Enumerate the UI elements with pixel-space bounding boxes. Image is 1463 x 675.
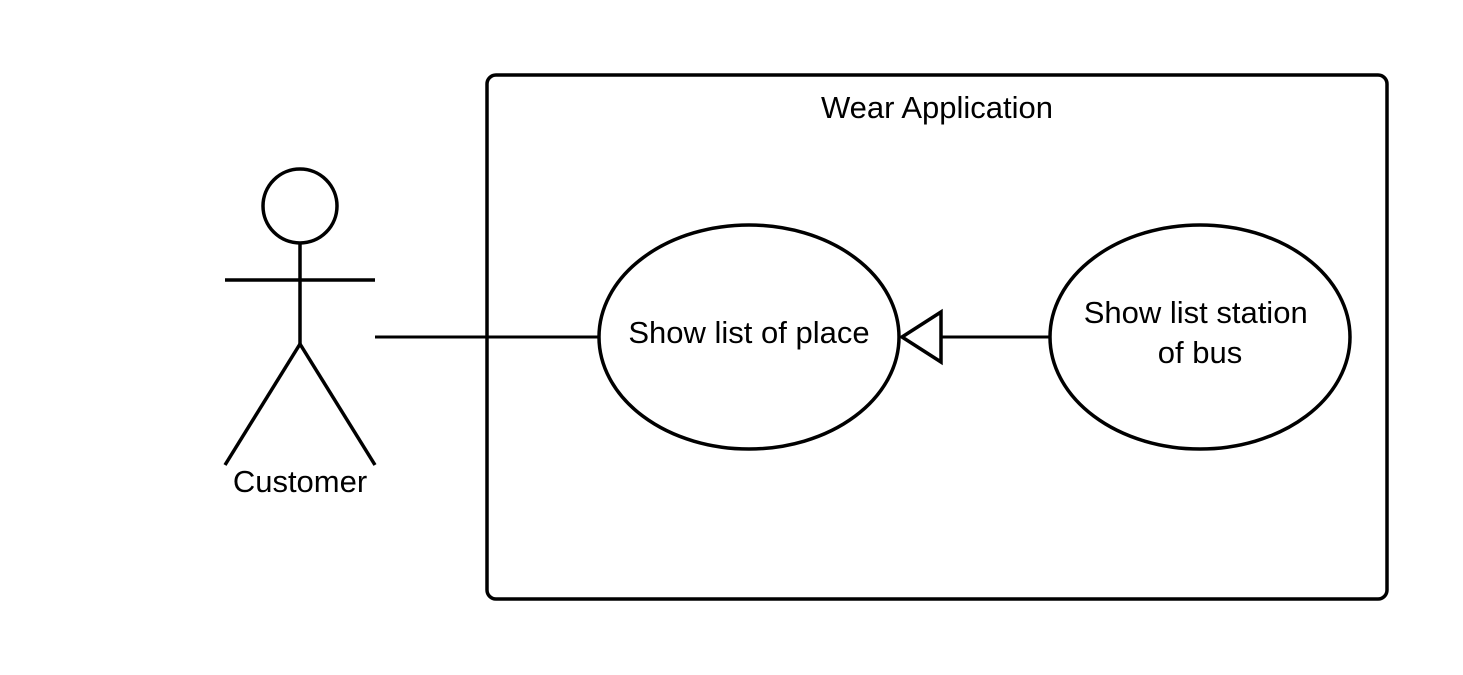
use-case-bus-label-line1: Show list station xyxy=(1084,295,1308,330)
use-case-bus-label-line2: of bus xyxy=(1158,335,1242,370)
use-case-place-label: Show list of place xyxy=(628,315,869,350)
actor-customer xyxy=(223,167,377,466)
actor-head xyxy=(261,167,339,245)
actor-left-leg xyxy=(223,343,302,466)
use-case-bus xyxy=(1048,223,1352,451)
system-title: Wear Application xyxy=(821,90,1053,125)
use-case-bus-label: Show list station of bus xyxy=(1084,295,1317,370)
generalization-arrowhead xyxy=(898,308,943,366)
actor-right-leg xyxy=(298,343,377,466)
actor-label: Customer xyxy=(233,464,367,499)
